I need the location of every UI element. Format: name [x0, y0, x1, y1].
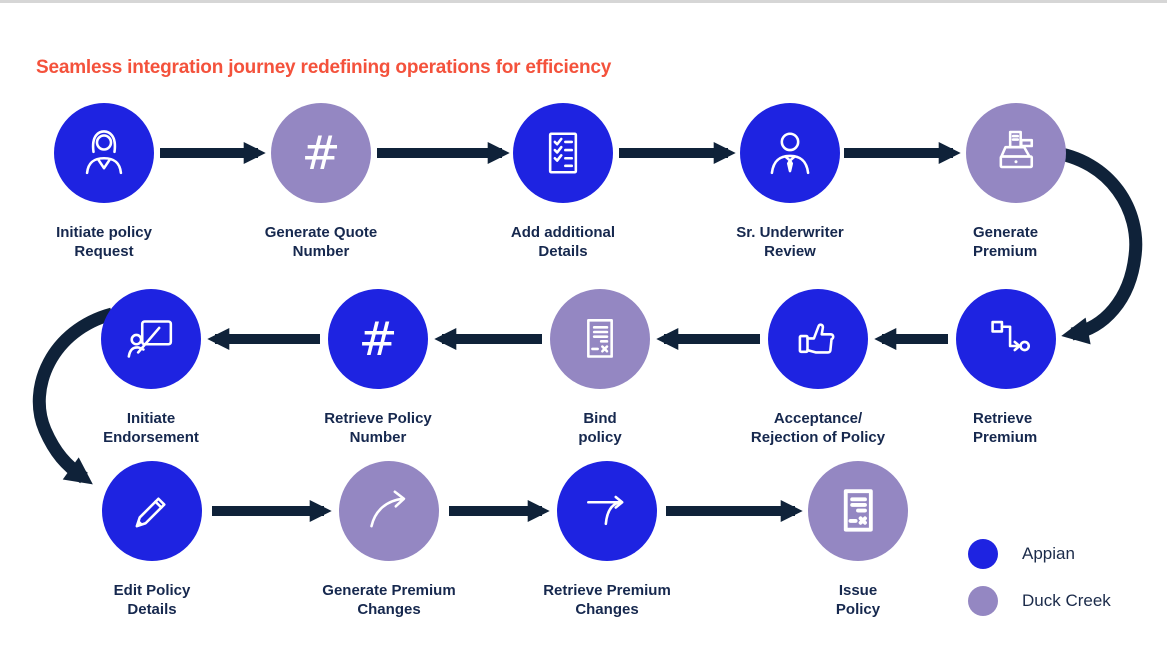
- top-divider: [0, 0, 1167, 3]
- merge-arrow-icon: [587, 495, 624, 526]
- page-title: Seamless integration journey redefining …: [36, 56, 612, 78]
- step-circle-appian: [513, 103, 613, 203]
- flow-step-generate-quote-number: #: [271, 103, 371, 203]
- thumbs-up-icon: [798, 323, 835, 354]
- document-x-thick-icon: [843, 489, 873, 532]
- hash-icon: #: [358, 313, 397, 367]
- legend-label: Duck Creek: [1022, 591, 1111, 610]
- legend: Appian Duck Creek: [960, 538, 1160, 632]
- flow-step-add-additional-details: [513, 103, 613, 203]
- flow-step-acceptance-rejection: [768, 289, 868, 389]
- underwriter-icon: [770, 132, 810, 175]
- legend-item-appian: Appian: [960, 538, 1160, 570]
- flow-step-bind-policy: [550, 289, 650, 389]
- flow-step-retrieve-premium-changes: [557, 461, 657, 561]
- step-circle-duckcreek: [966, 103, 1066, 203]
- hash-icon: #: [301, 127, 340, 181]
- flow-step-retrieve-premium: [956, 289, 1056, 389]
- flow-step-issue-policy: [808, 461, 908, 561]
- flow-step-sr-underwriter-review: [740, 103, 840, 203]
- flow-step-initiate-endorsement: [101, 289, 201, 389]
- legend-item-duck-creek: Duck Creek: [960, 585, 1160, 617]
- step-circle-appian: [768, 289, 868, 389]
- step-circle-appian: [54, 103, 154, 203]
- flow-step-edit-policy-details: [102, 461, 202, 561]
- presentation-icon: [127, 320, 173, 358]
- step-circle-appian: [557, 461, 657, 561]
- flow-step-initiate-policy-request: [54, 103, 154, 203]
- step-circle-duckcreek: #: [271, 103, 371, 203]
- svg-text:#: #: [301, 127, 340, 181]
- workflow-icon: [991, 320, 1031, 352]
- step-circle-appian: [102, 461, 202, 561]
- appian-color-swatch: [968, 539, 998, 569]
- svg-text:#: #: [358, 313, 397, 367]
- woman-user-icon: [85, 130, 123, 175]
- step-circle-duckcreek: [339, 461, 439, 561]
- duck-creek-color-swatch: [968, 586, 998, 616]
- document-x-icon: [587, 319, 613, 358]
- step-circle-appian: [956, 289, 1056, 389]
- step-circle-duckcreek: [808, 461, 908, 561]
- step-circle-appian: [740, 103, 840, 203]
- step-circle-duckcreek: [550, 289, 650, 389]
- step-circle-appian: #: [328, 289, 428, 389]
- flow-step-retrieve-policy-number: #: [328, 289, 428, 389]
- step-circle-appian: [101, 289, 201, 389]
- curve-arrow-icon: [370, 490, 406, 528]
- step-label: Acceptance/Rejection of Policy: [750, 410, 886, 446]
- pencil-icon: [135, 497, 166, 528]
- checklist-icon: [548, 132, 578, 174]
- legend-label: Appian: [1022, 544, 1075, 563]
- flow-step-generate-premium: [966, 103, 1066, 203]
- cash-register-icon: [999, 130, 1034, 169]
- flow-step-generate-premium-changes: [339, 461, 439, 561]
